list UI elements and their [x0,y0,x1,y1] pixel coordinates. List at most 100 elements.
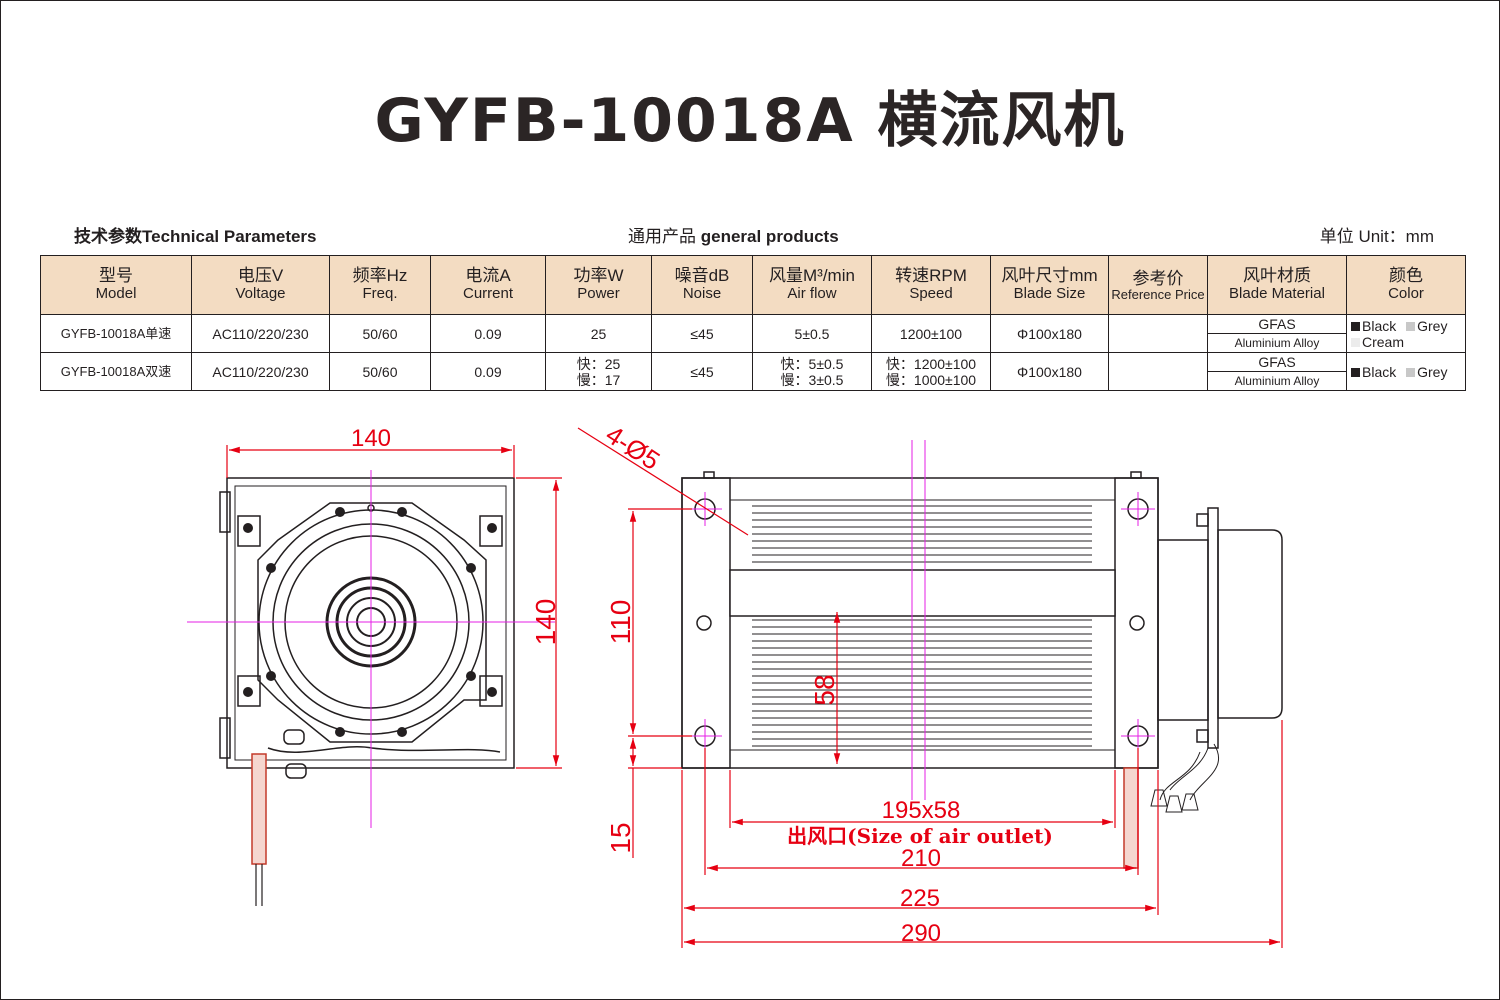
speed-fast: 快：1200±100 [885,355,977,372]
top-stud-left [703,471,715,479]
table-row: GYFB-10018A单速 AC110/220/230 50/60 0.09 2… [40,314,1466,353]
material-primary: GFAS [1208,353,1346,372]
dim-210: 210 [901,845,941,872]
technical-parameters-caption: 技术参数Technical Parameters [74,227,317,246]
power-fast: 快：25 [576,355,621,372]
dim-225: 225 [900,885,940,912]
outlet-height-dim: 58 [809,674,840,705]
wire-connector-1 [283,729,305,745]
color-black: Black [1362,363,1397,380]
color-grey: Grey [1417,317,1448,334]
motor-wire-connectors [1150,789,1199,813]
wire-connector-2 [285,763,307,779]
cell-noise: ≤45 [651,314,753,353]
side-hole-left [696,615,712,631]
cell-blade-size: Φ100x180 [990,352,1109,391]
wire-sleeve [251,753,267,865]
motor-flange-plate [1207,507,1219,749]
mounting-holes [694,498,1149,747]
cell-freq: 50/60 [329,352,431,391]
corner-bracket-tl [237,515,261,547]
side-dimensions [226,445,562,769]
top-stud-right [1130,471,1142,479]
grey-swatch [1406,368,1416,378]
side-centerlines [187,470,555,828]
cell-voltage: AC110/220/230 [191,352,330,391]
grey-swatch [1406,322,1416,332]
black-swatch [1351,322,1360,332]
motor-screw-top [1196,513,1209,527]
black-swatch [1351,368,1360,378]
side-tab-bottom [219,717,231,759]
lead-wire [267,746,501,753]
bottom-offset-dim: 15 [605,822,636,853]
corner-bracket-tr [479,515,503,547]
material-secondary: Aluminium Alloy [1234,336,1320,350]
cell-speed: 1200±100 [871,314,991,353]
cell-model: GYFB-10018A单速 [40,314,192,353]
cell-price [1108,352,1208,391]
cream-swatch [1351,338,1360,348]
airflow-slow: 慢：3±0.5 [780,371,844,388]
cell-current: 0.09 [430,314,546,353]
material-secondary: Aluminium Alloy [1234,374,1320,388]
cell-price [1108,314,1208,353]
front-centerlines [688,440,1155,800]
general-products-caption: 通用产品 general products [628,222,839,247]
left-end-plate [681,477,731,769]
color-grey: Grey [1417,363,1448,380]
cell-model: GYFB-10018A双速 [40,352,192,391]
front-view [681,471,1283,869]
motor-body [1217,529,1283,719]
corner-bracket-bl [237,675,261,707]
dim-290: 290 [901,920,941,947]
motor-wires [1159,743,1220,801]
unit-caption: 单位 Unit：mm [1319,227,1434,246]
corner-bracket-br [479,675,503,707]
page-title: GYFB-10018A 横流风机 [374,86,1126,156]
impeller-housing [729,499,1116,751]
color-black: Black [1362,317,1397,334]
speed-slow: 慢：1000±100 [885,371,977,388]
side-view [219,477,515,906]
cell-color: Black Grey Cream [1346,314,1466,353]
outlet-size-dim: 195x58 [882,797,961,824]
outlet-crossbar [729,569,1116,617]
impeller-blades [752,505,1092,747]
cell-voltage: AC110/220/230 [191,314,330,353]
outlet-label: 出风口(Size of air outlet) [787,824,1053,848]
hole-leader [577,427,749,536]
general-products-en: general products [700,227,839,246]
front-wire-sleeve [1123,767,1139,869]
airflow-fast: 快：5±0.5 [780,355,844,372]
flange-screws [243,507,497,737]
material-primary: GFAS [1208,315,1346,334]
general-products-zh: 通用产品 [628,227,696,246]
right-end-plate [1114,477,1159,769]
motor-flange [257,502,487,743]
motor-spacer [1157,539,1209,721]
power-slow: 慢：17 [576,371,621,388]
side-height-dim: 140 [530,599,561,646]
hole-spacing-dim: 110 [605,600,636,645]
side-width-dim: 140 [351,425,391,452]
side-hole-right [1129,615,1145,631]
front-dimensions [577,427,1283,948]
cell-material: GFAS Aluminium Alloy [1207,352,1347,391]
cell-freq: 50/60 [329,314,431,353]
